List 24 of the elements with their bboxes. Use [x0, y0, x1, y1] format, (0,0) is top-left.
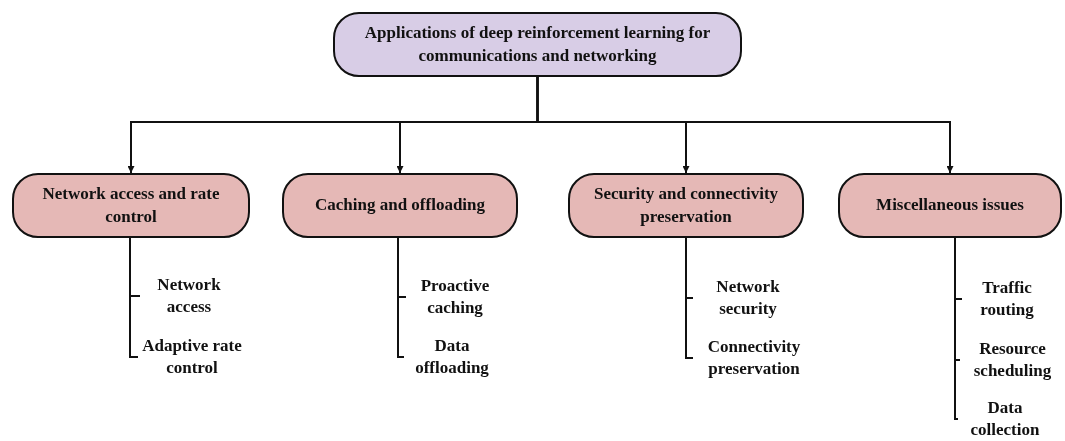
category-box: [12, 173, 250, 238]
node-text: Traffic routing: [979, 276, 1035, 321]
node-text: Connectivity preservation: [706, 335, 802, 380]
connector-line: [397, 237, 405, 358]
node-text: Miscellaneous issues: [876, 194, 1024, 217]
node-text: Network access: [156, 273, 222, 318]
node-text: Applications of deep reinforcement learning for communications and networking: [363, 22, 712, 67]
node-text: Data collection: [969, 396, 1041, 441]
node-text: Resource scheduling: [972, 337, 1053, 382]
node-text: Security and connectivity preservation: [592, 183, 780, 228]
category-box: [838, 173, 1062, 238]
connector-line: [685, 237, 694, 359]
node-text: Network access and rate control: [41, 183, 221, 228]
arrow: [536, 76, 954, 174]
category-box: [282, 173, 518, 238]
node-text: Data offloading: [414, 334, 490, 379]
node-text: Proactive caching: [419, 274, 491, 319]
category-box: [568, 173, 804, 238]
node-text: Adaptive rate control: [141, 334, 243, 379]
node-text: Caching and offloading: [314, 194, 485, 217]
node-text: Network security: [715, 275, 781, 320]
root-box: [333, 12, 742, 77]
connector-line: [954, 237, 959, 420]
connector-line: [129, 237, 139, 358]
